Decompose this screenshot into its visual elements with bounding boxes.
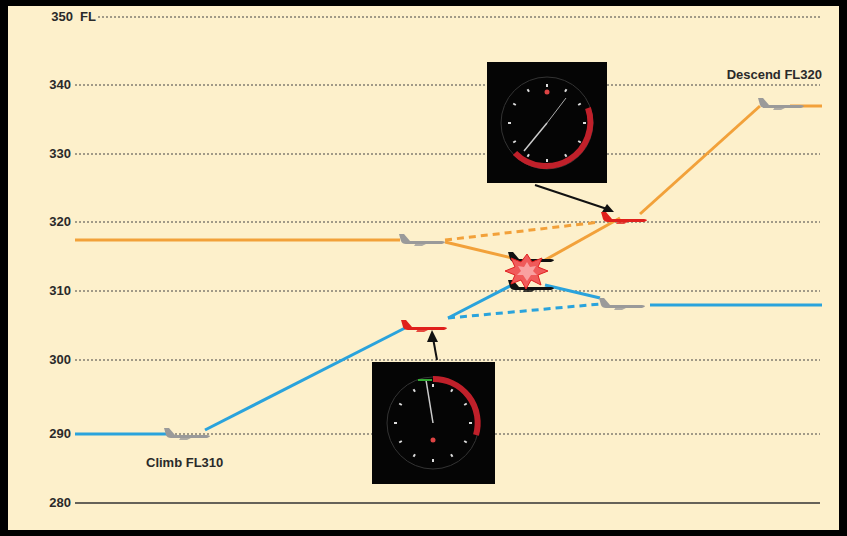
arrowhead xyxy=(602,204,614,212)
aircraft xyxy=(164,428,210,440)
dial-tick xyxy=(464,404,467,406)
aircraft xyxy=(758,98,804,110)
dial-tick xyxy=(399,441,402,443)
clearance-label: Climb FL310 xyxy=(146,455,223,471)
aircraft-ra xyxy=(601,212,647,224)
dial-tick xyxy=(451,389,453,392)
axis-label: 310 xyxy=(49,283,71,299)
dial-tick xyxy=(432,459,434,462)
leader-arrow xyxy=(535,185,610,210)
axis-label: 320 xyxy=(49,214,71,230)
dial-tick xyxy=(414,454,416,457)
aircraft xyxy=(399,234,445,246)
dial-tick xyxy=(513,141,516,143)
dial-tick xyxy=(565,154,567,157)
dial-tick xyxy=(451,454,453,457)
ra-display xyxy=(487,62,607,183)
dial-tick xyxy=(394,422,397,424)
axis-label: 340 xyxy=(49,77,71,93)
axis-label: 280 xyxy=(49,495,71,511)
arrowhead xyxy=(427,330,438,342)
dial-tick xyxy=(578,141,581,143)
dial-tick xyxy=(583,122,586,124)
orange-flight-path xyxy=(75,106,822,260)
background-panel xyxy=(8,6,839,530)
collision-burst xyxy=(505,254,548,289)
aircraft xyxy=(599,298,645,310)
dial-tick xyxy=(508,122,511,124)
axis-label: 350 xyxy=(49,9,75,25)
dial-tick xyxy=(528,154,530,157)
dial-tick xyxy=(565,89,567,92)
dial-tick xyxy=(546,159,548,162)
axis-label: 330 xyxy=(49,146,71,162)
axis-unit: FL xyxy=(78,9,98,25)
axis-label: 290 xyxy=(49,426,71,442)
clearance-label: Descend FL320 xyxy=(727,67,822,83)
dial-tick xyxy=(399,404,402,406)
dial-tick xyxy=(414,389,416,392)
dial-tick xyxy=(464,441,467,443)
ra-display xyxy=(372,362,495,484)
dial-tick xyxy=(578,104,581,106)
dial-tick xyxy=(432,384,434,387)
aircraft-ra xyxy=(401,320,447,332)
dial-tick xyxy=(513,104,516,106)
dial-tick xyxy=(546,84,548,87)
dial-tick xyxy=(528,89,530,92)
base-axis xyxy=(75,502,820,504)
dial-tick xyxy=(469,422,472,424)
axis-label: 300 xyxy=(49,352,71,368)
collision-burst xyxy=(517,262,537,281)
